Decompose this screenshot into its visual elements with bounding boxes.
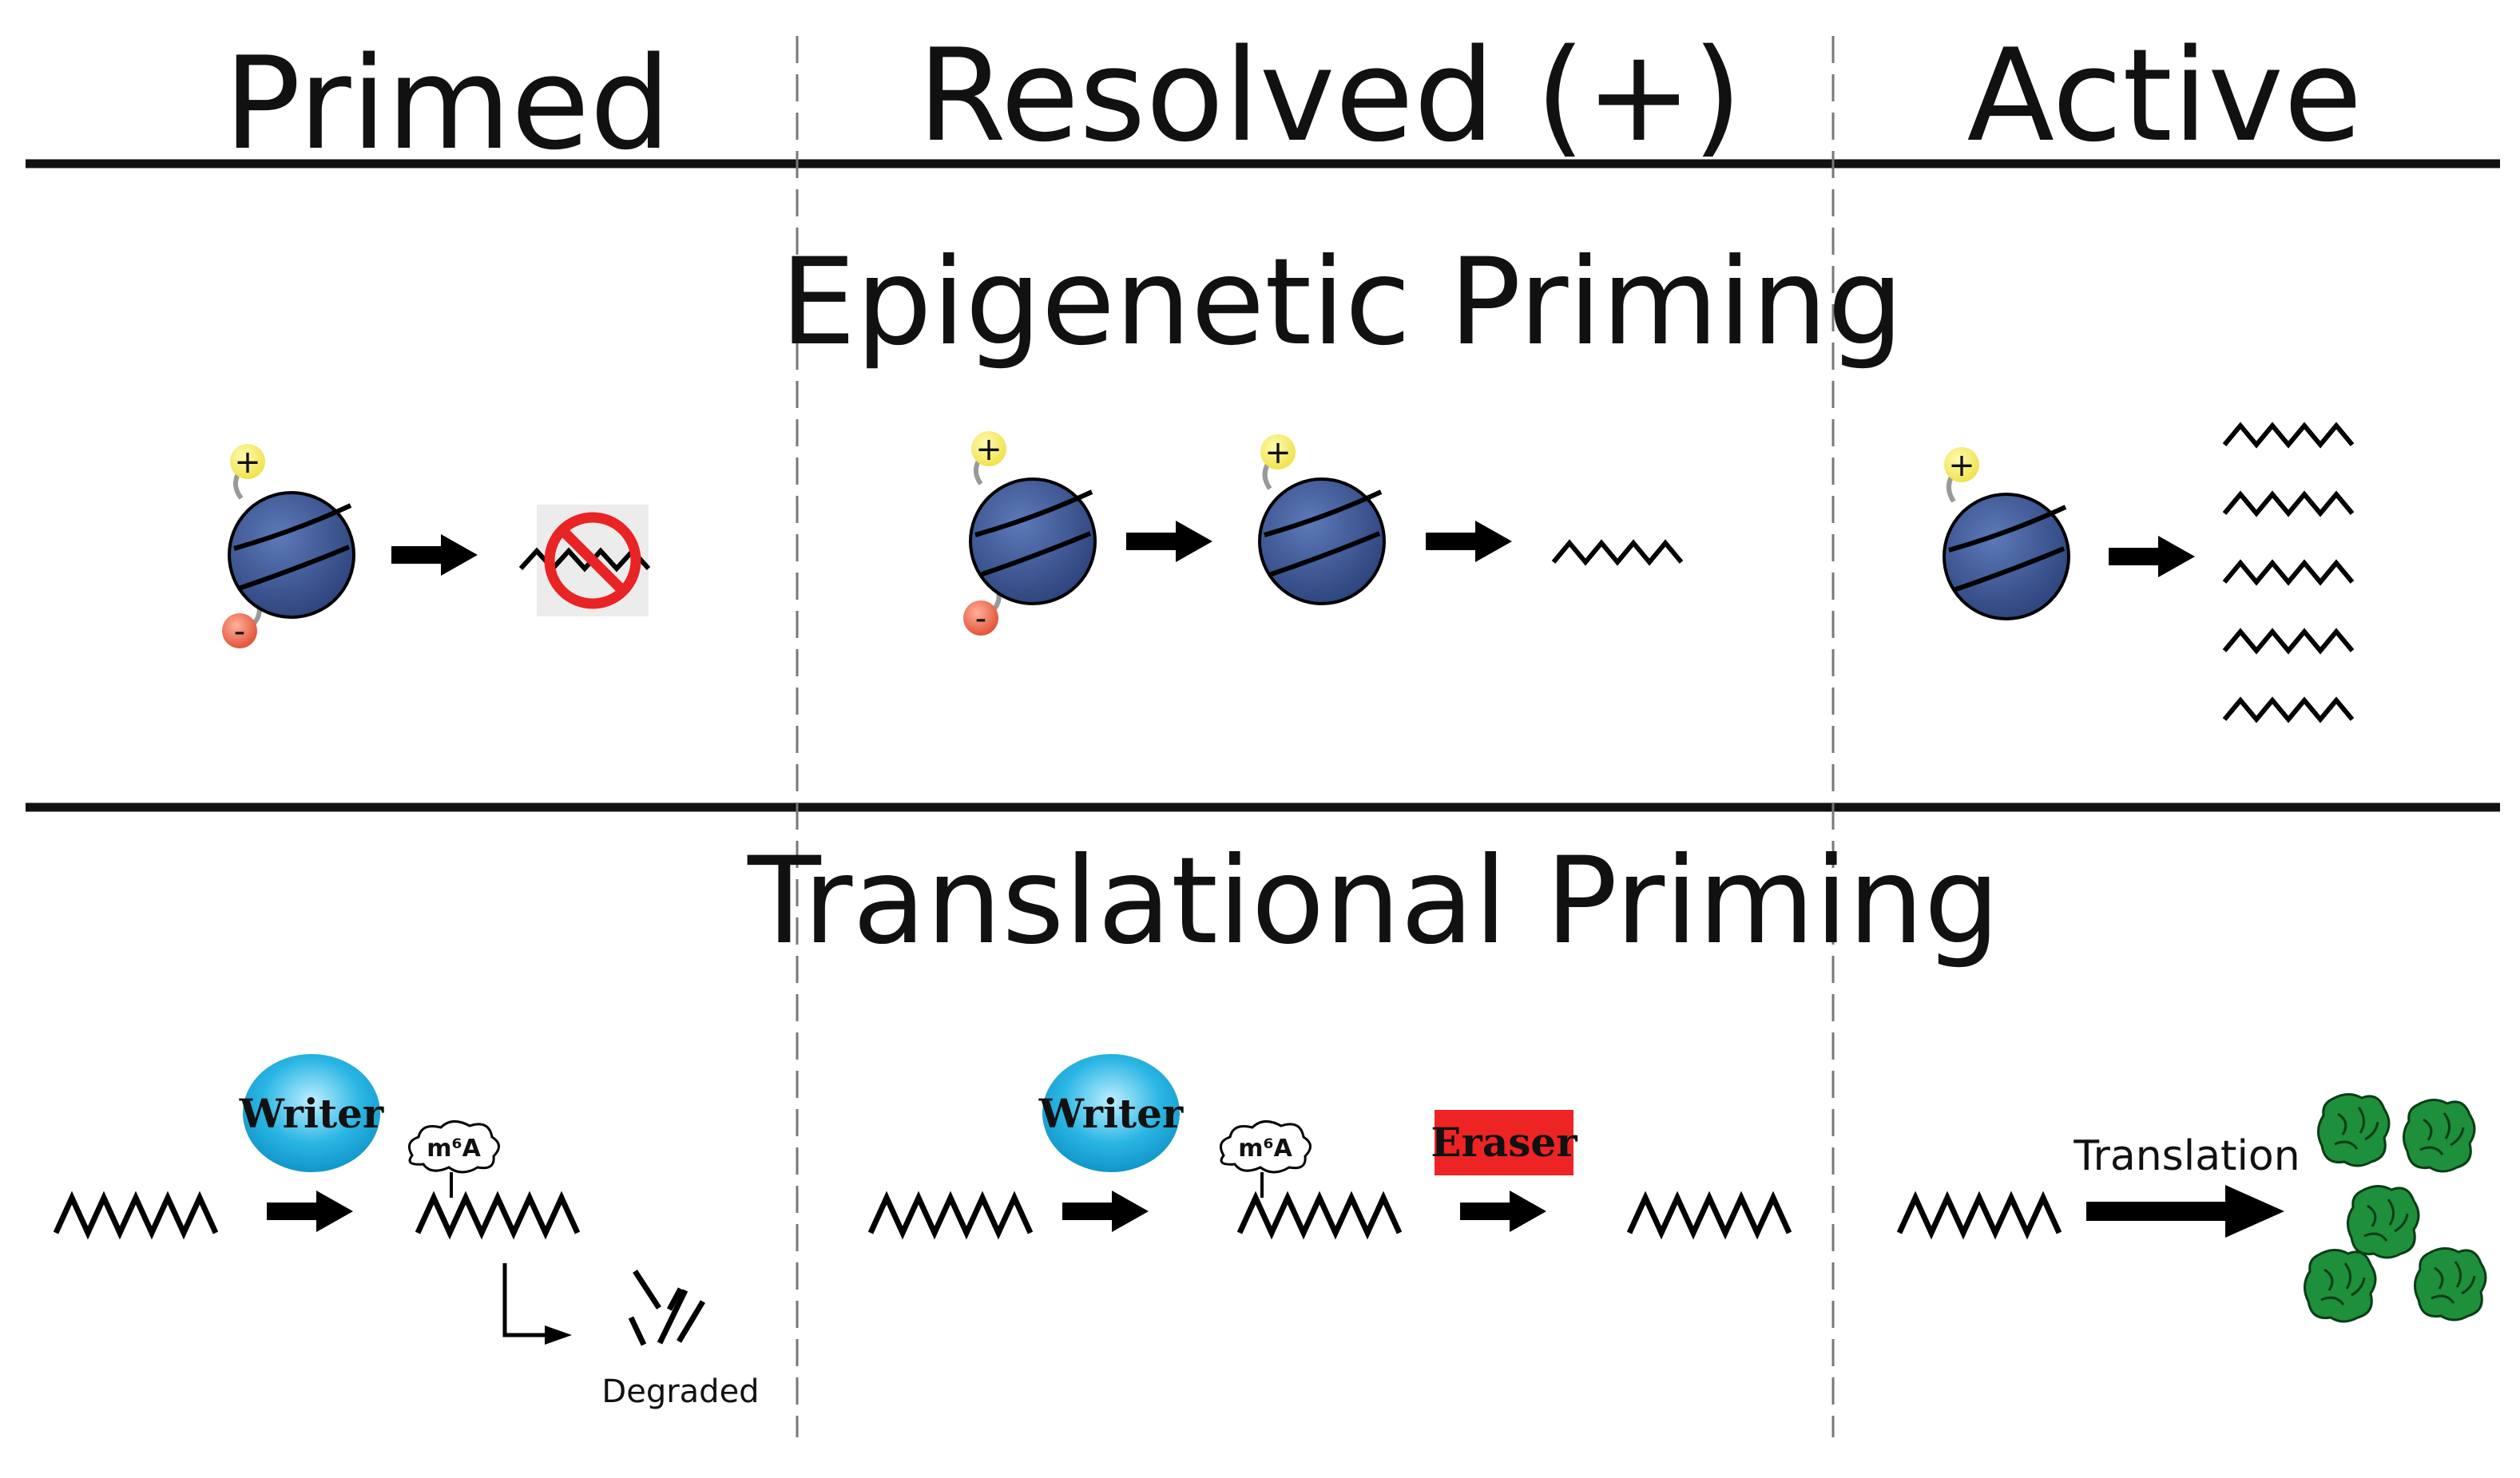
column-header-primed: Primed [224, 29, 671, 178]
acetyl-mark-plus-icon [230, 444, 265, 479]
arrow-icon [391, 534, 478, 576]
methyl-mark-minus-icon [963, 600, 998, 636]
plus-sign: + [975, 431, 1002, 468]
arrow-icon [267, 1191, 353, 1232]
column-header-resolved: Resolved (+) [918, 21, 1743, 170]
protein-icon [2413, 1246, 2487, 1321]
epigenetic-active-group: + [1944, 422, 2355, 723]
acetyl-mark-plus-icon [971, 431, 1006, 466]
eraser-label: Eraser [1431, 1119, 1577, 1166]
arrow-icon [1062, 1191, 1149, 1232]
nucleosome-icon [1944, 494, 2069, 619]
translational-resolved-group: Writer m⁶A Eraser [871, 1054, 1789, 1233]
section-title-translational: Translational Priming [747, 832, 2000, 971]
acetyl-mark-plus-icon [1260, 434, 1296, 470]
arrow-icon [1460, 1191, 1546, 1232]
translation-label: Translation [2073, 1132, 2300, 1180]
writer-label: Writer [239, 1090, 384, 1137]
mrna-wave-icon [2222, 422, 2355, 449]
minus-sign: - [234, 613, 245, 650]
protein-icon [2303, 1248, 2377, 1323]
plus-sign: + [1948, 447, 1975, 484]
mrna-wave-icon [2222, 628, 2355, 655]
eraser-enzyme-icon [1435, 1110, 1574, 1175]
mrna-wave-icon [2222, 490, 2355, 517]
protein-icon [2346, 1184, 2420, 1259]
nucleosome-icon [229, 493, 354, 617]
protein-icon [2316, 1092, 2391, 1167]
translation-arrow-shaft [2086, 1202, 2230, 1221]
degraded-label: Degraded [601, 1373, 759, 1410]
translational-primed-group: Writer m⁶A Degraded [56, 1054, 760, 1410]
m6a-mark-icon [407, 1120, 500, 1174]
plus-sign: + [1264, 434, 1292, 471]
mrna-wave-icon [1629, 1198, 1789, 1233]
writer-enzyme-icon [243, 1054, 380, 1172]
protein-icon [2402, 1098, 2476, 1173]
translational-active-group: Translation [1899, 1092, 2487, 1323]
nucleosome-icon [970, 479, 1095, 604]
mrna-wave-icon [1551, 539, 1684, 566]
arrow-icon [1126, 521, 1212, 562]
methyl-mark-minus-icon [222, 613, 257, 648]
nucleosome-icon [1260, 479, 1384, 604]
epigenetic-resolved-group: + - + [963, 431, 1684, 637]
mrna-wave-icon [418, 1198, 577, 1233]
plus-sign: + [234, 444, 261, 481]
acetyl-mark-plus-icon [1944, 447, 1979, 482]
column-header-active: Active [1967, 21, 2363, 170]
mrna-wave-icon [518, 547, 651, 573]
degraded-rna-icon [628, 1270, 706, 1346]
writer-enzyme-icon [1042, 1054, 1180, 1172]
mrna-wave-icon [56, 1198, 216, 1233]
mrna-wave-icon [1899, 1198, 2059, 1233]
mrna-wave-icon [871, 1198, 1030, 1233]
arrow-icon [1426, 521, 1512, 562]
m6a-mark-icon [1219, 1120, 1312, 1174]
epigenetic-primed-group: + - [222, 444, 651, 650]
degradation-arrow-icon [502, 1263, 547, 1337]
arrow-icon [2109, 536, 2195, 577]
writer-label: Writer [1038, 1090, 1184, 1137]
mrna-wave-icon [2222, 559, 2355, 586]
prohibited-icon [544, 512, 641, 609]
mrna-wave-icon [2222, 696, 2355, 723]
mrna-wave-icon [1240, 1198, 1399, 1233]
m6a-label: m⁶A [1238, 1135, 1292, 1163]
m6a-label: m⁶A [427, 1135, 481, 1163]
translation-arrow-icon [2225, 1185, 2284, 1238]
section-title-epigenetic: Epigenetic Priming [780, 233, 1903, 372]
minus-sign: - [975, 600, 986, 637]
